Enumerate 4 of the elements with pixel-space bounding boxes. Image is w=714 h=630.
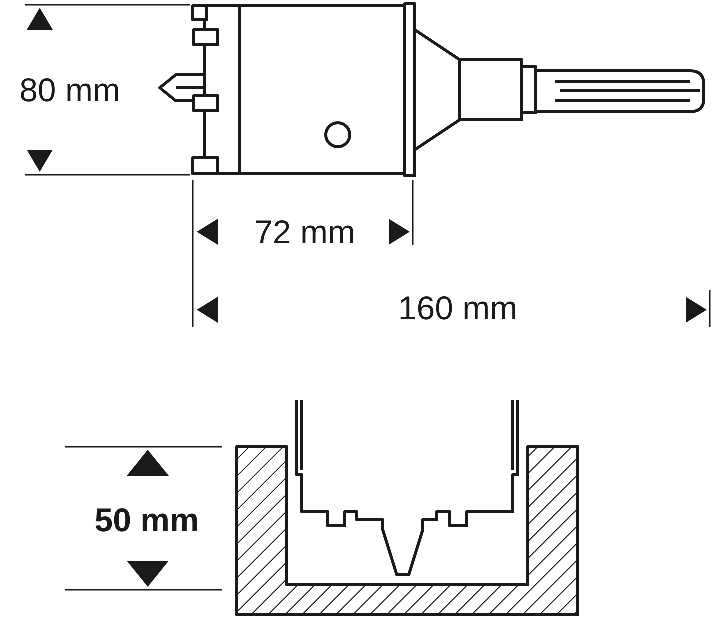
dimension-label: 160 mm: [398, 292, 518, 324]
dimension-label: 72 mm: [254, 216, 356, 248]
dimension-label: 50 mm: [94, 504, 200, 536]
dimension-label: 80 mm: [20, 74, 120, 106]
